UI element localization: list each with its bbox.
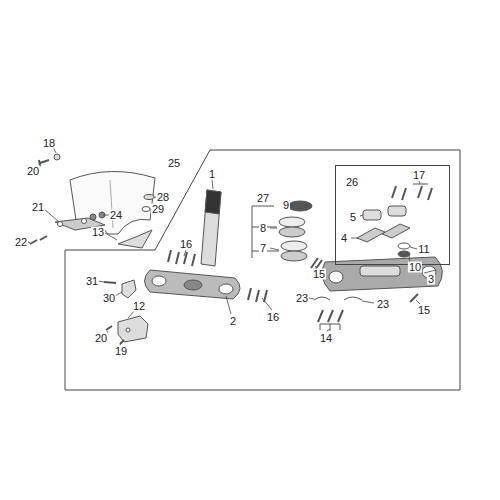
- bearing-race: [279, 217, 305, 227]
- bracket-hole: [126, 328, 130, 332]
- callout-number: 20: [94, 333, 108, 344]
- grommet: [90, 214, 96, 220]
- screw: [104, 282, 116, 283]
- callout-number: 17: [412, 170, 426, 181]
- screw: [106, 326, 124, 344]
- callout-number: 16: [179, 239, 193, 250]
- grommet: [58, 222, 63, 227]
- clamp-base: [382, 224, 410, 238]
- lower-clamp: [145, 270, 241, 299]
- grommet: [144, 195, 154, 200]
- bolts: [168, 250, 195, 266]
- callout-number: 9: [282, 200, 290, 211]
- clip: [314, 297, 330, 300]
- callout-number: 23: [295, 293, 309, 304]
- leaders: [28, 147, 436, 345]
- callout-number: 12: [132, 301, 146, 312]
- bearing: [281, 251, 307, 261]
- dust-seal: [288, 201, 312, 211]
- callout-number: 26: [345, 177, 359, 188]
- bracket: [118, 316, 148, 342]
- callout-number: 28: [156, 192, 170, 203]
- washer: [142, 207, 150, 212]
- callout-number: 25: [167, 158, 181, 169]
- stem-boss: [184, 280, 202, 290]
- callout-number: 13: [91, 227, 105, 238]
- callout-number: 14: [319, 333, 333, 344]
- leader-lines: [28, 147, 436, 345]
- callout-number: 30: [102, 293, 116, 304]
- callout-number: 11: [417, 244, 430, 255]
- bolts: [248, 288, 267, 302]
- upper-clamp: [322, 257, 442, 291]
- stem-thread: [205, 190, 221, 214]
- fork-hole: [219, 284, 233, 294]
- washer: [398, 243, 410, 249]
- callout-number: 15: [417, 305, 431, 316]
- callout-number: 10: [408, 262, 422, 273]
- callout-number: 2: [229, 316, 237, 327]
- clamp-base: [357, 228, 385, 242]
- callout-number: 7: [259, 243, 267, 254]
- nut: [398, 251, 410, 257]
- callout-number: 3: [427, 274, 435, 285]
- clip: [344, 297, 362, 300]
- callout-number: 29: [151, 204, 165, 215]
- plate-crease: [110, 180, 113, 228]
- bolts: [318, 310, 343, 322]
- callout-number: 4: [340, 233, 348, 244]
- bolt-group-mark: [320, 324, 340, 331]
- clamp-cap: [388, 206, 406, 216]
- callout-number: 19: [114, 346, 128, 357]
- bolts: [392, 186, 432, 200]
- callout-number: 20: [26, 166, 40, 177]
- callout-number: 24: [109, 210, 123, 221]
- parts-drawing: [30, 154, 442, 344]
- callout-number: 31: [85, 276, 99, 287]
- nut: [54, 154, 60, 160]
- callout-number: 21: [31, 202, 45, 213]
- callout-number: 1: [208, 169, 216, 180]
- clamp-cap: [363, 210, 381, 220]
- clamp-seat: [360, 266, 400, 276]
- fork-hole: [329, 271, 343, 283]
- callout-number: 18: [42, 138, 56, 149]
- grommet: [82, 219, 87, 224]
- bracket-plate: [118, 230, 152, 248]
- callout-number: 22: [14, 237, 28, 248]
- callout-number: 23: [376, 299, 390, 310]
- steering-stem: [201, 190, 221, 266]
- callout-number: 16: [266, 312, 280, 323]
- callout-number: 27: [256, 193, 270, 204]
- callout-number: 5: [349, 212, 357, 223]
- group-bracket: [252, 206, 279, 258]
- fork-hole: [152, 276, 166, 286]
- callout-number: 8: [259, 223, 267, 234]
- callout-number: 15: [312, 269, 326, 280]
- screw: [39, 160, 49, 166]
- region-border: [65, 150, 460, 390]
- screw: [30, 236, 47, 244]
- bolt-group-mark: [413, 184, 428, 185]
- bearing-race: [281, 241, 307, 251]
- bearing: [279, 227, 305, 237]
- cable-guide: [122, 280, 136, 298]
